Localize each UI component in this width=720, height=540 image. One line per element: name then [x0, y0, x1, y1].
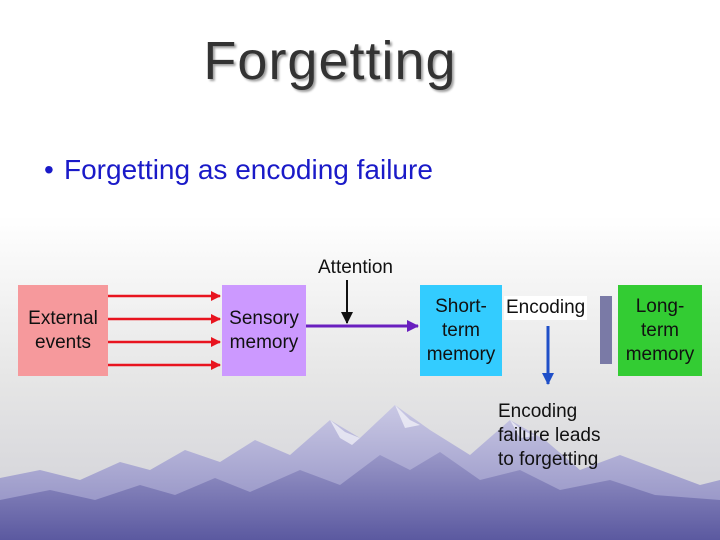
failure-line3: to forgetting: [498, 449, 599, 470]
slide-title: Forgetting: [203, 31, 457, 91]
encoding-label: Encoding: [504, 296, 588, 320]
failure-line1: Encoding: [498, 401, 578, 422]
sensory-memory-box: Sensory memory: [222, 285, 306, 376]
bullet-item: • Forgetting as encoding failure: [44, 154, 433, 186]
short-term-line1: Short-: [435, 295, 487, 317]
long-term-memory-box: Long- term memory: [618, 285, 702, 376]
attention-label: Attention: [318, 257, 393, 278]
bullet-dot: •: [44, 154, 54, 185]
short-term-line2: term: [442, 319, 480, 341]
sensory-memory-line2: memory: [229, 331, 299, 353]
failure-line2: failure leads: [498, 425, 601, 446]
long-term-line3: memory: [625, 343, 695, 365]
external-events-line2: events: [35, 331, 91, 353]
bullet-text: Forgetting as encoding failure: [64, 154, 433, 185]
short-term-memory-box: Short- term memory: [420, 285, 502, 376]
failure-label: Encoding failure leads to forgetting: [498, 400, 600, 472]
long-term-line2: term: [641, 319, 679, 341]
short-term-line3: memory: [426, 343, 496, 365]
sensory-memory-line1: Sensory: [229, 307, 299, 329]
external-events-box: External events: [18, 285, 108, 376]
encoding-bar: [600, 296, 612, 364]
external-events-line1: External: [28, 307, 98, 329]
long-term-line1: Long-: [635, 295, 685, 317]
